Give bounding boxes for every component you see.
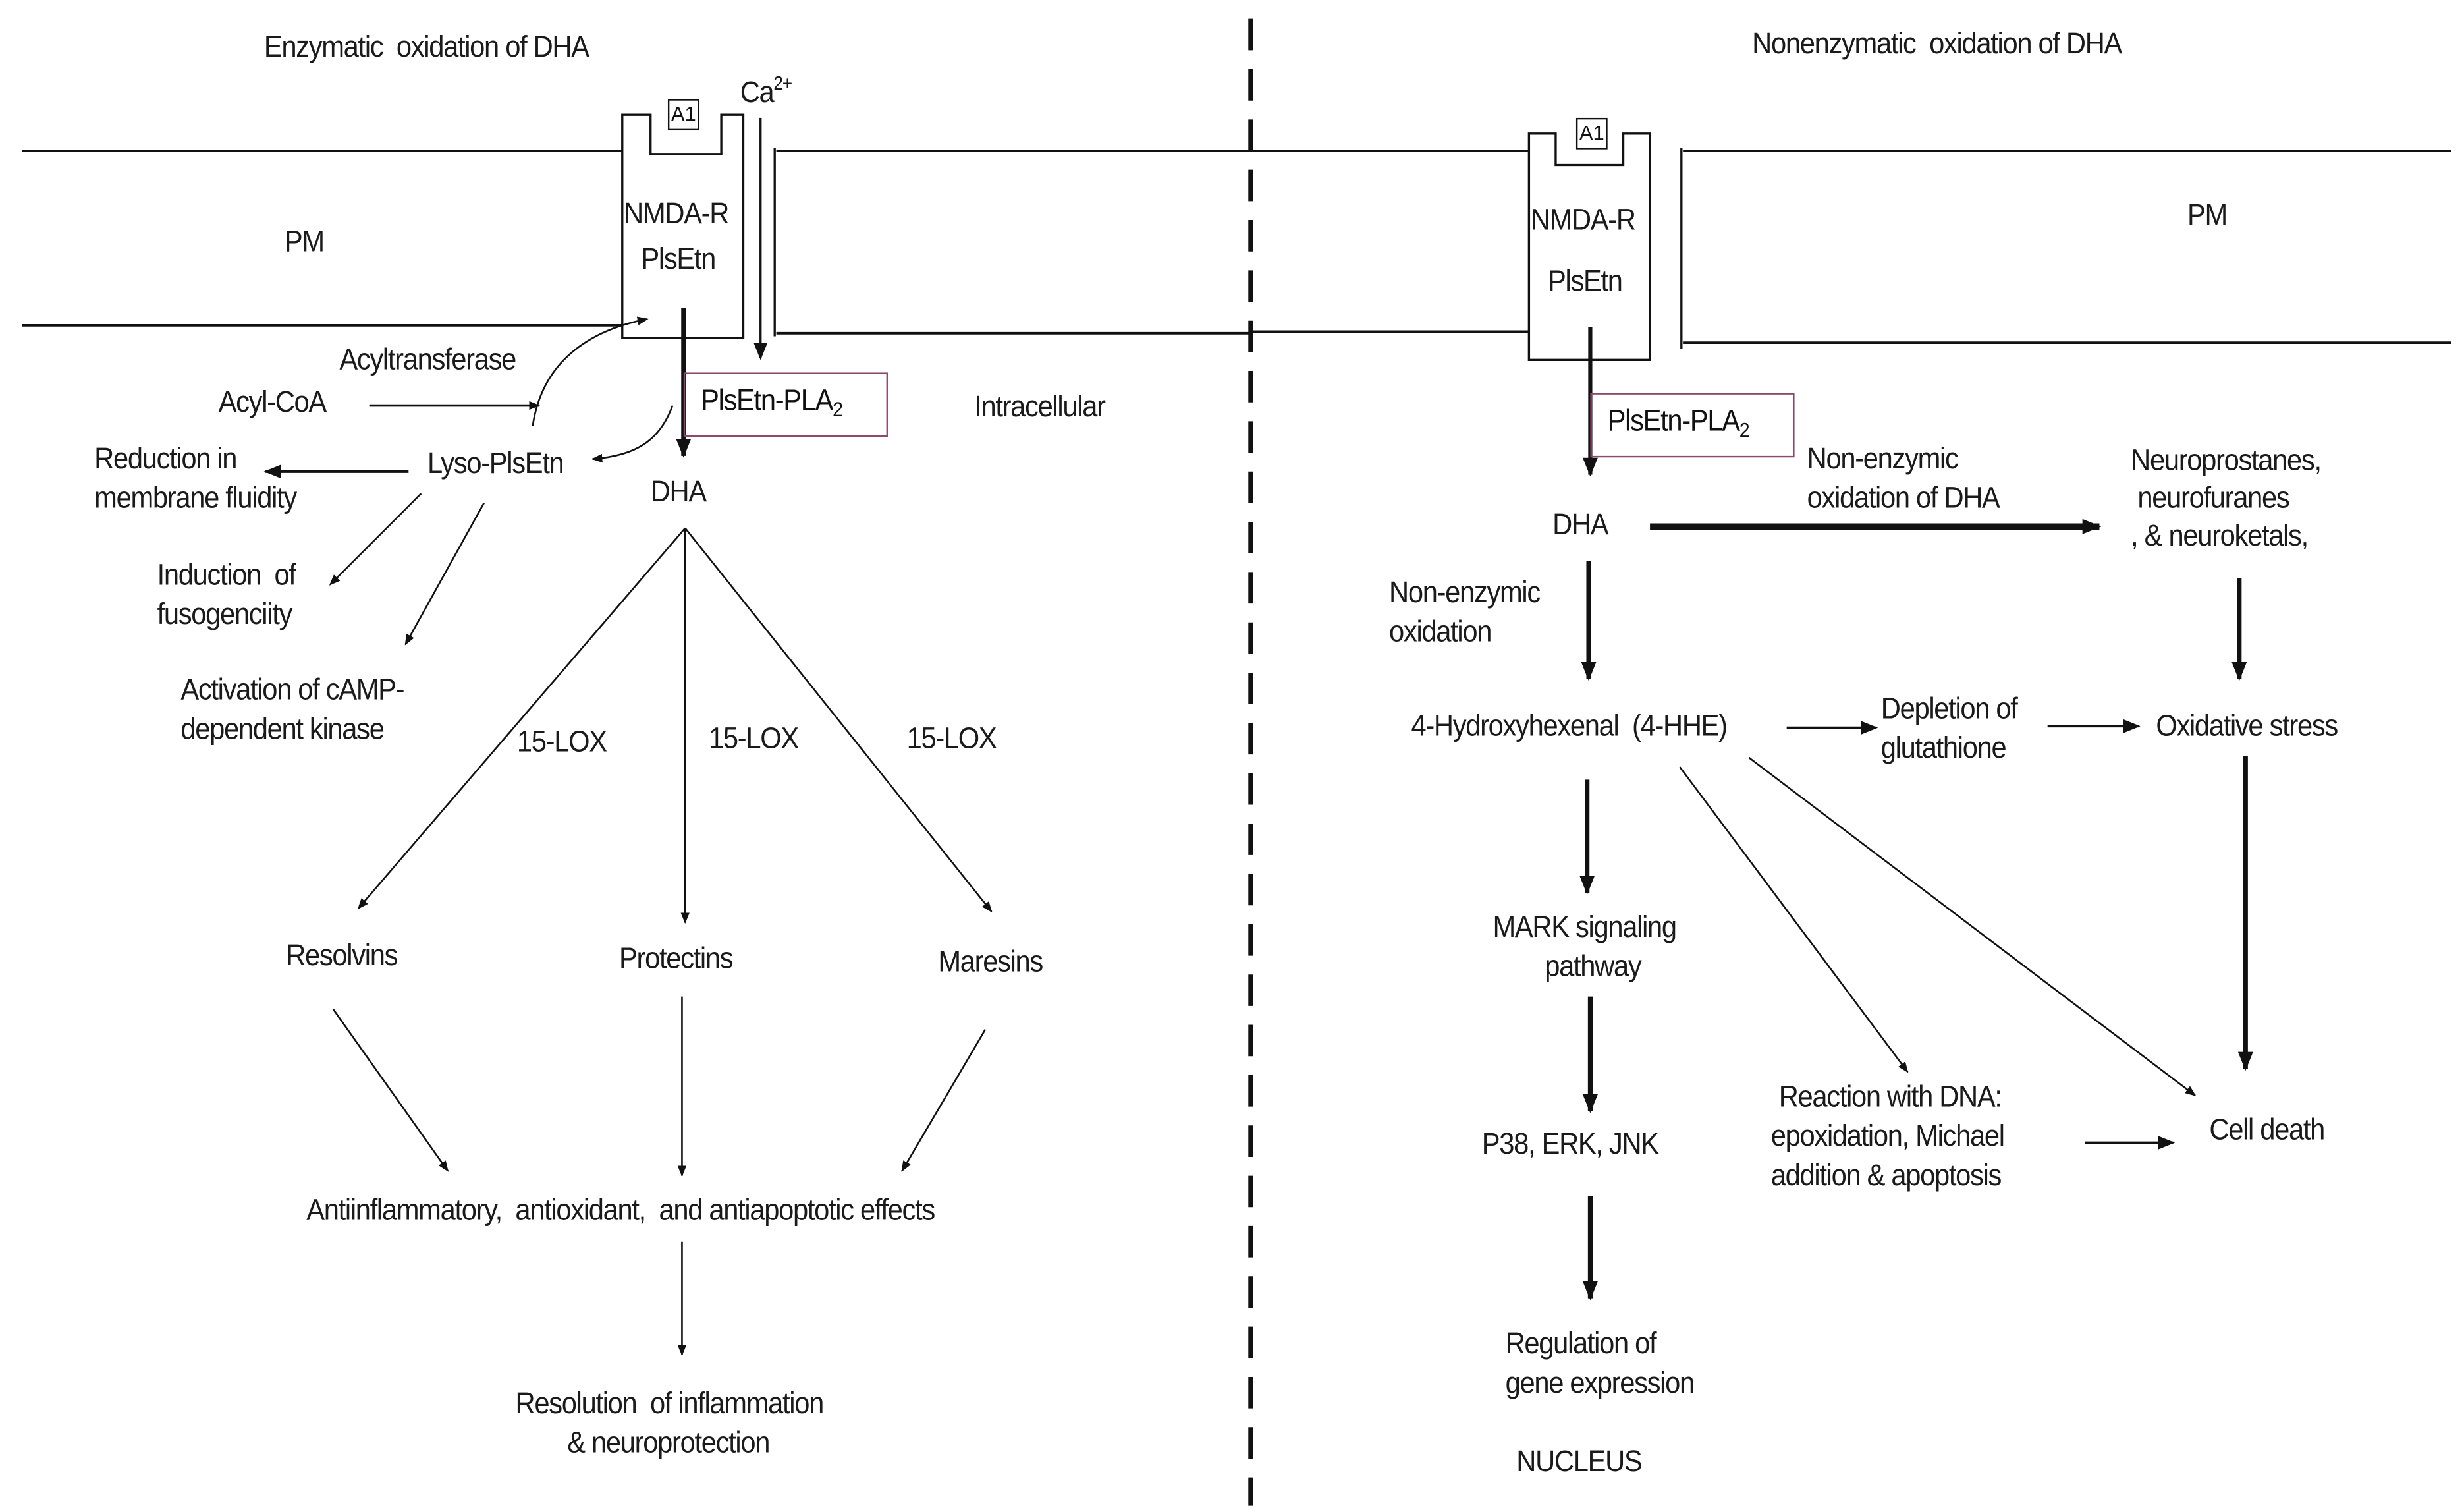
acyl-coa-label: Acyl-CoA [218,386,327,420]
fusogenicity-line1: Induction of [157,559,296,593]
right-a1-subunit: A1 [1575,117,1608,150]
right-plsetn-pla2-label: PlsEtn-PLA2 [1607,405,1750,442]
lyso-to-camp-arrow [404,502,485,646]
hhe-to-dna-arrow [1679,766,1909,1073]
dha-to-resolvins-arrow [357,527,686,910]
left-receptor-name: NMDA-R [624,198,729,231]
right-receptor-lipid: PlsEtn [1548,266,1623,299]
right-panel-title: Nonenzymatic oxidation of DHA [1752,28,2122,62]
calcium-ion-label: Ca2+ [740,72,792,111]
resolvins-to-effects-arrow [332,1008,449,1172]
lox-label-resolvins: 15-LOX [516,726,607,760]
acyltransferase-label: Acyltransferase [339,344,516,378]
camp-kinase-line1: Activation of cAMP- [180,674,404,708]
dna-reaction-line3: addition & apoptosis [1770,1160,2002,1193]
gene-regulation-line2: gene expression [1505,1367,1695,1401]
lyso-plsetn-label: Lyso-PlsEtn [427,447,564,482]
maresins-to-effects-arrow [901,1029,987,1172]
dna-reaction-line2: epoxidation, Michael [1770,1121,2005,1154]
left-plsetn-pla2-box: PlsEtn-PLA2 [683,372,888,437]
lox-label-protectins: 15-LOX [708,723,799,756]
gene-regulation-line1: Regulation of [1505,1328,1657,1362]
nonenzymic-oxidation-dha-line1: Non-enzymic [1807,443,1959,476]
neuroprostanes-line1: Neuroprostanes, [2131,445,2322,478]
maresins-label: Maresins [938,946,1043,980]
outcome-line1: Resolution of inflammation [515,1387,825,1421]
oxidative-stress-label: Oxidative stress [2156,710,2338,744]
nucleus-label: NUCLEUS [1516,1445,1642,1480]
intracellular-label: Intracellular [974,391,1106,425]
left-plsetn-pla2-label: PlsEtn-PLA2 [701,385,843,422]
camp-kinase-line2: dependent kinase [180,714,385,747]
left-membrane-label: PM [284,226,325,260]
pla2-to-lyso-curve [591,405,674,463]
outcome-line2: & neuroprotection [567,1427,770,1461]
right-receptor-name: NMDA-R [1530,204,1636,238]
lyso-to-fusogenicity-arrow [329,493,422,586]
left-a1-subunit: A1 [667,99,699,131]
dna-reaction-line1: Reaction with DNA: [1778,1081,2002,1115]
protectins-label: Protectins [619,943,734,976]
left-dha-label: DHA [650,476,707,509]
reduction-fluidity-line1: Reduction in [94,443,237,476]
hhe-to-celldeath-arrow [1748,756,2197,1096]
left-receptor-lipid: PlsEtn [641,243,716,277]
left-receptor-outline [621,113,745,339]
mark-line1: MARK signaling [1492,911,1678,945]
dha-to-maresins-arrow [684,527,993,913]
acyltransferase-curve [532,316,649,426]
right-receptor-outline [1527,132,1651,362]
right-membrane-label: PM [2187,199,2228,233]
lox-label-maresins: 15-LOX [906,723,997,756]
p38-erk-jnk-label: P38, ERK, JNK [1481,1129,1659,1162]
cell-death-label: Cell death [2209,1114,2325,1148]
mark-line2: pathway [1545,951,1641,984]
reduction-fluidity-line2: membrane fluidity [94,482,297,516]
effects-label: Antiinflammatory, antioxidant, and antia… [306,1194,935,1228]
nonenzymic-oxidation-line2: oxidation [1389,616,1492,650]
nonenzymic-oxidation-line1: Non-enzymic [1389,576,1541,610]
resolvins-label: Resolvins [286,939,398,973]
glutathione-line1: Depletion of [1880,693,2018,727]
left-panel-title: Enzymatic oxidation of DHA [263,31,589,65]
neuroprostanes-line2: neurofuranes [2131,482,2289,516]
neuroprostanes-line3: , & neuroketals, [2131,520,2309,553]
hhe-label: 4-Hydroxyhexenal (4-HHE) [1411,710,1728,744]
right-plsetn-pla2-box: PlsEtn-PLA2 [1590,393,1795,458]
glutathione-line2: glutathione [1880,732,2007,766]
fusogenicity-line2: fusogenciity [157,598,293,632]
nonenzymic-oxidation-dha-line2: oxidation of DHA [1807,482,2000,516]
right-dha-label: DHA [1552,509,1608,543]
